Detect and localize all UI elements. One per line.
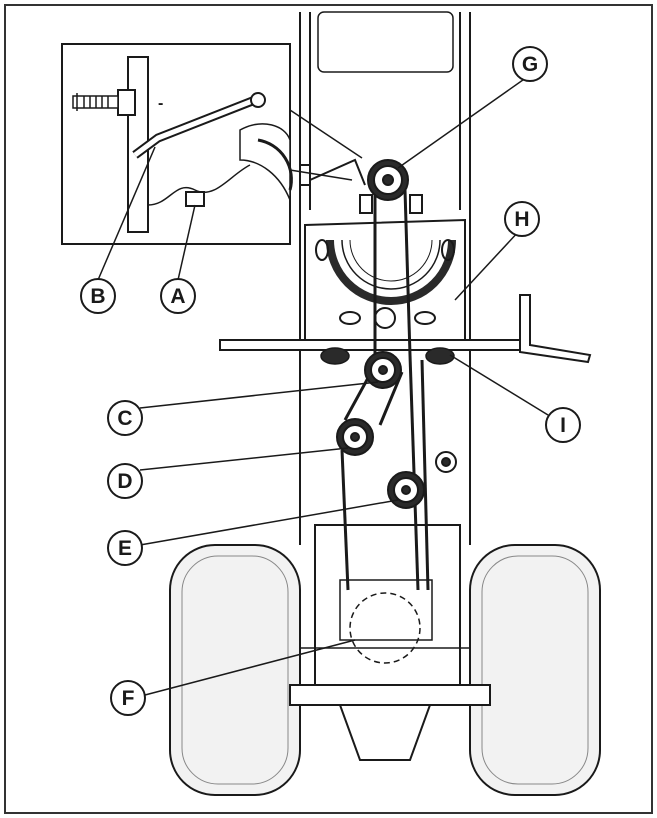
callout-h: H [504,201,540,237]
engine-pulley-f [349,592,421,664]
callout-d: D [107,463,143,499]
inset-dash: - [158,95,163,112]
small-idler [435,451,457,473]
callout-f: F [110,680,146,716]
pulley-c [364,351,402,389]
callout-b-label: B [90,285,105,308]
inset-detail: - [61,43,363,245]
callout-g: G [512,46,548,82]
callout-c-label: C [117,407,132,430]
callout-e: E [107,530,143,566]
callout-f-label: F [122,687,135,710]
callout-b: B [80,278,116,314]
idler-bracket [320,347,455,365]
callout-a: A [160,278,196,314]
callout-d-label: D [117,470,132,493]
leader-lines [97,74,549,696]
callout-c: C [107,400,143,436]
pivot-bracket [300,158,423,214]
left-tire [169,544,301,796]
callout-a-label: A [170,285,185,308]
right-tire [469,544,601,796]
callout-i-label: I [560,414,566,437]
pulley-e [387,471,425,509]
callout-h-label: H [514,208,529,231]
cross-bar [219,294,592,364]
callout-i: I [545,407,581,443]
callout-g-label: G [522,53,538,76]
pulley-g [367,159,409,201]
callout-e-label: E [118,537,132,560]
bolt-icon [72,93,119,111]
main-frame [289,11,491,761]
drive-belt [340,189,430,591]
pulley-d [336,418,374,456]
